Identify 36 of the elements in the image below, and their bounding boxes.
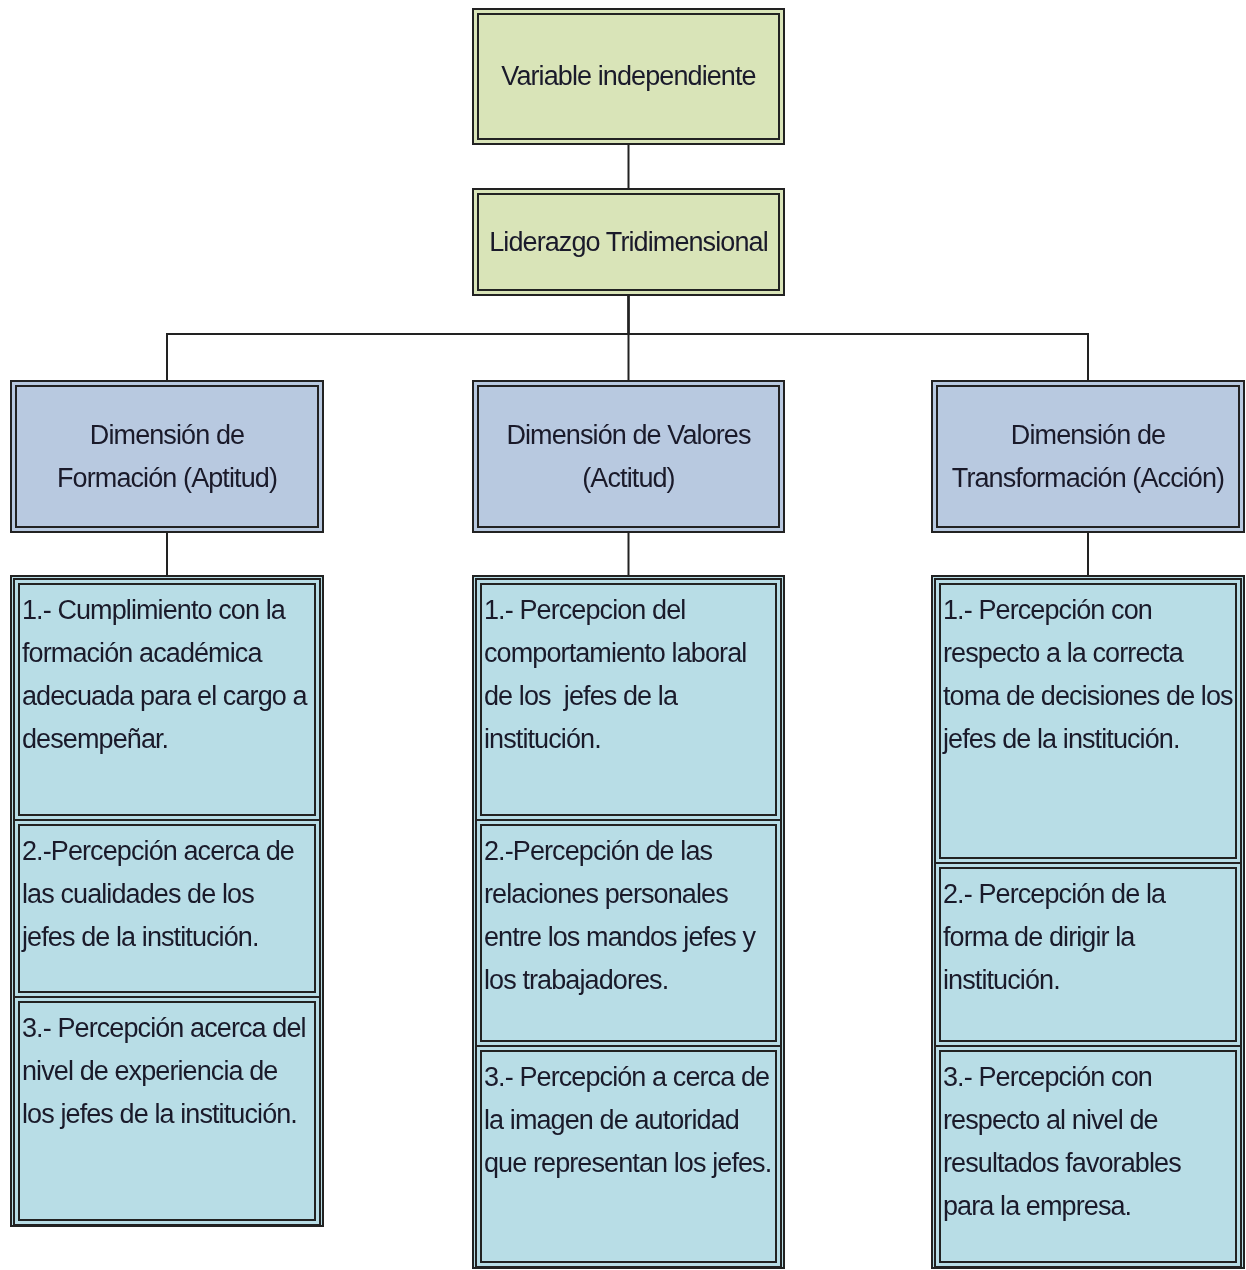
connector-line: [166, 532, 168, 576]
box-label: Liderazgo Tridimensional: [489, 225, 768, 259]
indicator-box: [475, 578, 782, 821]
indicator-text: 2.-Percepción acerca de las cualidades de los jefes de la institución.: [22, 835, 295, 954]
variable-box: [472, 188, 785, 296]
box-label: Variable independiente: [501, 60, 756, 93]
box-label: Dimensión de Formación (Aptitud): [56, 418, 278, 495]
indicator-box: [934, 862, 1242, 1047]
connector-line: [627, 532, 630, 576]
variable-box: [472, 8, 785, 145]
indicator-column-box: [931, 575, 1245, 1269]
connector-line: [627, 144, 630, 189]
box-label: Dimensión de Transformación (Acción): [950, 418, 1226, 495]
indicator-box: [475, 819, 782, 1047]
indicator-box: [13, 996, 321, 1226]
indicator-text: 3.- Percepción acerca del nivel de experiencia de los jefes de la institución.: [22, 1012, 307, 1131]
indicator-box: [13, 819, 321, 998]
indicator-box: [934, 1045, 1242, 1268]
indicator-box: [475, 1045, 782, 1268]
dimension-box: [10, 380, 324, 533]
connector-line: [627, 295, 1089, 381]
indicator-text: 2.- Percepción de la forma de dirigir la institución.: [943, 878, 1167, 997]
indicator-text: 3.- Percepción a cerca de la imagen de autoridad que representan los jefes.: [484, 1061, 773, 1180]
indicator-text: 2.-Percepción de las relaciones personales entre los mandos jefes y los trabajadores.: [484, 835, 757, 997]
dimension-box: [472, 380, 785, 533]
indicator-text: 3.- Percepción con respecto al nivel de resultados favorables para la empresa.: [943, 1061, 1182, 1223]
box-label: Dimensión de Valores (Actitud): [505, 418, 752, 495]
indicator-text: 1.- Percepcion del comportamiento laboral de los jefes de la institución.: [484, 594, 748, 756]
indicator-column-box: [10, 575, 324, 1227]
indicator-column-box: [472, 575, 785, 1269]
indicator-box: [934, 578, 1242, 864]
indicator-box: [13, 578, 321, 821]
dimension-box: [931, 380, 1245, 533]
connector-line: [1087, 532, 1089, 576]
indicator-text: 1.- Percepción con respecto a la correcta toma de decisiones de los jefes de la institución.: [943, 594, 1233, 756]
indicator-text: 1.- Cumplimiento con la formación académica adecuada para el cargo a desempeñar.: [22, 594, 309, 756]
